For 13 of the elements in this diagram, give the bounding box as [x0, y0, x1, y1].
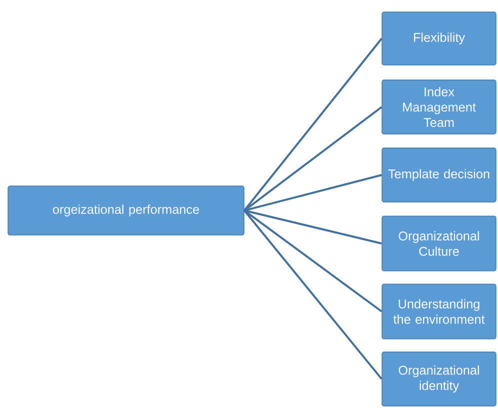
process-box: Understanding the environment — [382, 284, 496, 340]
process-box: Flexibility — [382, 12, 496, 66]
process-box: Index Management Team — [382, 80, 496, 134]
connector-line — [244, 106, 382, 212]
process-box: orgeizational performance — [8, 186, 244, 236]
process-box: Organizational identity — [382, 352, 496, 406]
connector-line — [244, 38, 382, 212]
connector-line — [244, 210, 382, 380]
process-box: Organizational Culture — [382, 216, 496, 272]
connector-line — [244, 210, 382, 312]
connector-line — [244, 174, 382, 212]
process-box: Template decision — [382, 148, 496, 202]
connector-line — [244, 210, 382, 244]
